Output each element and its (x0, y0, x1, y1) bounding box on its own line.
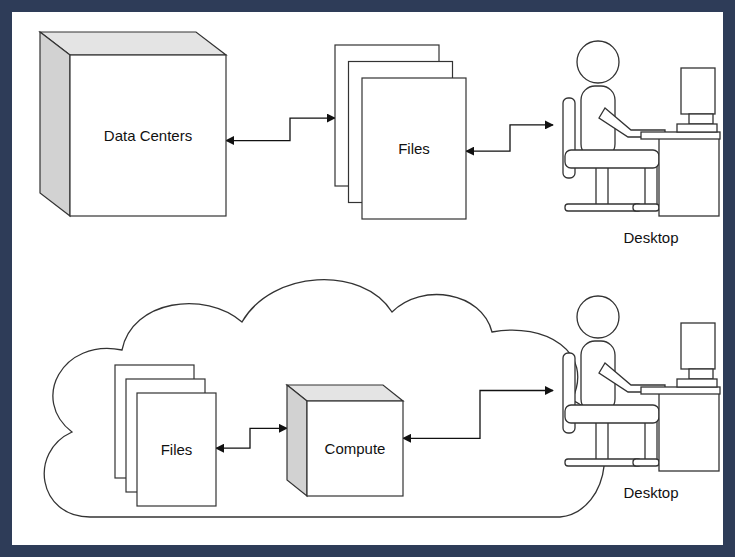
node-outline (115, 365, 216, 506)
desktop-user-icon (563, 41, 720, 216)
cube-front (307, 401, 403, 496)
node-label: Desktop (623, 484, 678, 501)
file-page (137, 393, 216, 506)
cube-node: Compute (287, 385, 403, 496)
desktop-node: Desktop (553, 293, 721, 505)
node-outline (40, 32, 226, 216)
desktop-user-icon (563, 296, 720, 471)
file-stack: Files (335, 45, 466, 219)
file-stack: Files (115, 365, 216, 506)
cube-side (40, 32, 70, 216)
cube-top (40, 32, 226, 55)
connector-arrow (226, 118, 335, 140)
desktop-node: Desktop (553, 38, 721, 250)
cube-node: Data Centers (40, 32, 226, 216)
file-page (362, 78, 466, 219)
cube-side (287, 385, 307, 496)
node-label: Desktop (623, 229, 678, 246)
node-outline (553, 38, 721, 250)
connector-arrow (466, 125, 553, 151)
node-outline (335, 45, 466, 219)
connector-arrow (216, 428, 287, 448)
node-label: Files (161, 441, 193, 458)
node-label: Compute (325, 440, 386, 457)
cloud-outline (44, 280, 604, 517)
node-outline (553, 293, 721, 505)
cube-front (70, 55, 226, 216)
connector-arrow (403, 391, 553, 439)
node-label: Data Centers (104, 127, 192, 144)
node-label: Files (398, 140, 430, 157)
